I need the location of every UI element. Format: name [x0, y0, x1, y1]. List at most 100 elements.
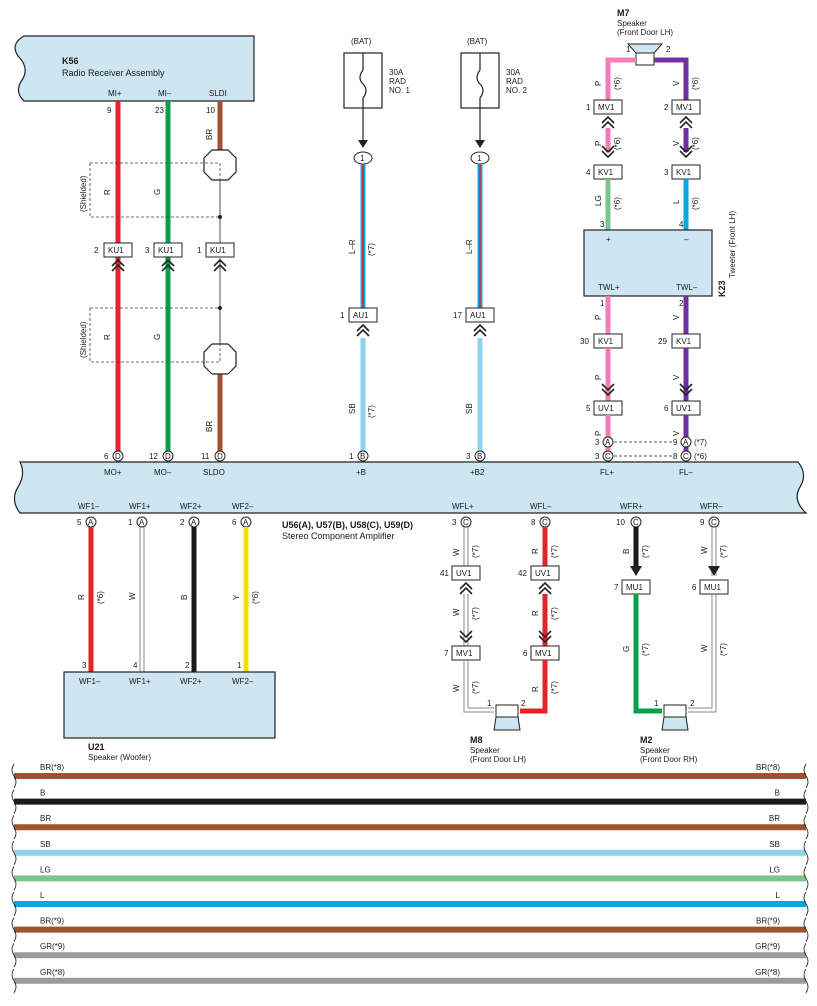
- wire-label-b: B: [622, 549, 631, 554]
- mv1-pin: 1: [586, 103, 591, 112]
- uv1-connector: UV1: [598, 404, 614, 413]
- amp-pin-label: +B: [356, 468, 366, 477]
- wire-note-6: (*6): [691, 77, 700, 90]
- wire-label-g: G: [153, 334, 162, 340]
- amp-pin-label: FL+: [600, 468, 614, 477]
- wire-note-7: (*7): [367, 243, 376, 256]
- amp-pin-num: 3: [452, 518, 457, 527]
- legend-label-left: L: [40, 891, 45, 900]
- amp-pin-num: 3: [466, 452, 471, 461]
- wire-label-g: G: [622, 646, 631, 652]
- legend-label-right: GR(*8): [755, 968, 780, 977]
- legend-break: [803, 891, 809, 917]
- wire-note-6: (*6): [613, 137, 622, 150]
- wire-note-7: (*7): [471, 607, 480, 620]
- wire-label-v: V: [672, 80, 681, 86]
- uv1-pin: 41: [440, 569, 449, 578]
- wire-label-r: R: [103, 334, 112, 340]
- k23-pin-3: 3: [600, 220, 605, 229]
- mv1-pin: 6: [523, 649, 528, 658]
- wire-label-br: BR: [205, 421, 214, 432]
- legend-break: [11, 968, 17, 994]
- wire-note-7: (*7): [550, 545, 559, 558]
- amp-pin-num: 2: [180, 518, 185, 527]
- m8-name: Speaker: [470, 746, 500, 755]
- wire-label-v: V: [672, 140, 681, 146]
- m2-name: Speaker: [640, 746, 670, 755]
- legend-row: GR(*9)GR(*9): [11, 942, 809, 968]
- m7-k23-circuit: M7 Speaker (Front Door LH) 1 2 P (*6) V …: [580, 8, 737, 461]
- uv1-connector: UV1: [456, 569, 472, 578]
- wire-label-r: R: [531, 548, 540, 554]
- amp-pin-conn: A: [191, 518, 197, 527]
- wire-label-lr: L–R: [348, 239, 357, 254]
- wire-note-7: (*7): [719, 545, 728, 558]
- uv1-connector: UV1: [535, 569, 551, 578]
- legend-break: [803, 840, 809, 866]
- wire-label-r: R: [531, 610, 540, 616]
- k23-id: K23: [717, 280, 727, 297]
- m8-id: M8: [470, 735, 483, 745]
- amp-pin-conn: C: [605, 452, 611, 461]
- legend-row: BR(*8)BR(*8): [11, 763, 809, 789]
- au1-pin: 17: [453, 311, 462, 320]
- amp-pin-num: 6: [104, 452, 109, 461]
- m8-circuit: W (*7) R (*7) UV1 UV1 41 42 W (*7) R (*7…: [440, 527, 560, 764]
- shield-label-top: (Shielded): [79, 175, 88, 212]
- m8-sub: (Front Door LH): [470, 755, 526, 764]
- amp-pin-conn: A: [243, 518, 249, 527]
- amp-pin-conn: C: [633, 518, 639, 527]
- amp-pin-conn: C: [463, 518, 469, 527]
- u21-pin: 2: [185, 661, 190, 670]
- kv1-connector: KV1: [598, 168, 614, 177]
- wire-label-w: W: [700, 546, 709, 554]
- k56-id: K56: [62, 56, 79, 66]
- k23-plus: +: [606, 235, 611, 244]
- fuse-circuits: (BAT) (BAT) 30A RAD NO. 1 30A RAD NO. 2 …: [340, 37, 527, 452]
- mv1-pin: 7: [444, 649, 449, 658]
- m8-pin: 2: [521, 699, 526, 708]
- au1-connector: AU1: [470, 311, 486, 320]
- wire-label-sb: SB: [348, 403, 357, 414]
- fuse1-source: (BAT): [351, 37, 372, 46]
- amp-pin-num: 8: [531, 518, 536, 527]
- legend-label-left: B: [40, 789, 45, 798]
- wire-label-r: R: [77, 594, 86, 600]
- wire-label-w: W: [128, 592, 137, 600]
- mu1-pin: 7: [614, 583, 619, 592]
- fuse1-terminal: 1: [360, 154, 365, 163]
- fuse2-line1: RAD: [506, 77, 523, 86]
- k23-name: Tweeter (Front LH): [728, 211, 737, 278]
- amp-pin-label: WFR–: [700, 502, 723, 511]
- k23-twl-minus: TWL–: [676, 283, 698, 292]
- kv1-pin: 3: [664, 168, 669, 177]
- legend-break: [11, 763, 17, 789]
- amp-pin-conn: D: [165, 452, 171, 461]
- wire-note-6: (*6): [691, 197, 700, 210]
- wire-label-b: B: [180, 595, 189, 600]
- legend-break: [11, 789, 17, 814]
- amp-pin-num: 12: [149, 452, 158, 461]
- mv1-connector: MV1: [598, 103, 615, 112]
- wire-note-7: (*7): [367, 405, 376, 418]
- wire-note-6: (*6): [613, 77, 622, 90]
- amp-pin-label: WF2+: [180, 502, 202, 511]
- ku1-connector: KU1: [210, 246, 226, 255]
- amp-pin-num: 9: [700, 518, 705, 527]
- mu1-connector: MU1: [704, 583, 721, 592]
- wire-label-p: P: [594, 375, 603, 380]
- k23-pin-1: 1: [600, 299, 605, 308]
- amp-pin-label: MO–: [154, 468, 172, 477]
- legend-break: [803, 866, 809, 891]
- m2-pin: 2: [690, 699, 695, 708]
- mu1-pin: 6: [692, 583, 697, 592]
- amp-pin-num: 1: [349, 452, 354, 461]
- legend-label-right: SB: [769, 840, 780, 849]
- u21-name: Speaker (Woofer): [88, 753, 151, 762]
- amp-pin-label: MO+: [104, 468, 122, 477]
- k56-pin-label-sldi: SLDI: [209, 89, 227, 98]
